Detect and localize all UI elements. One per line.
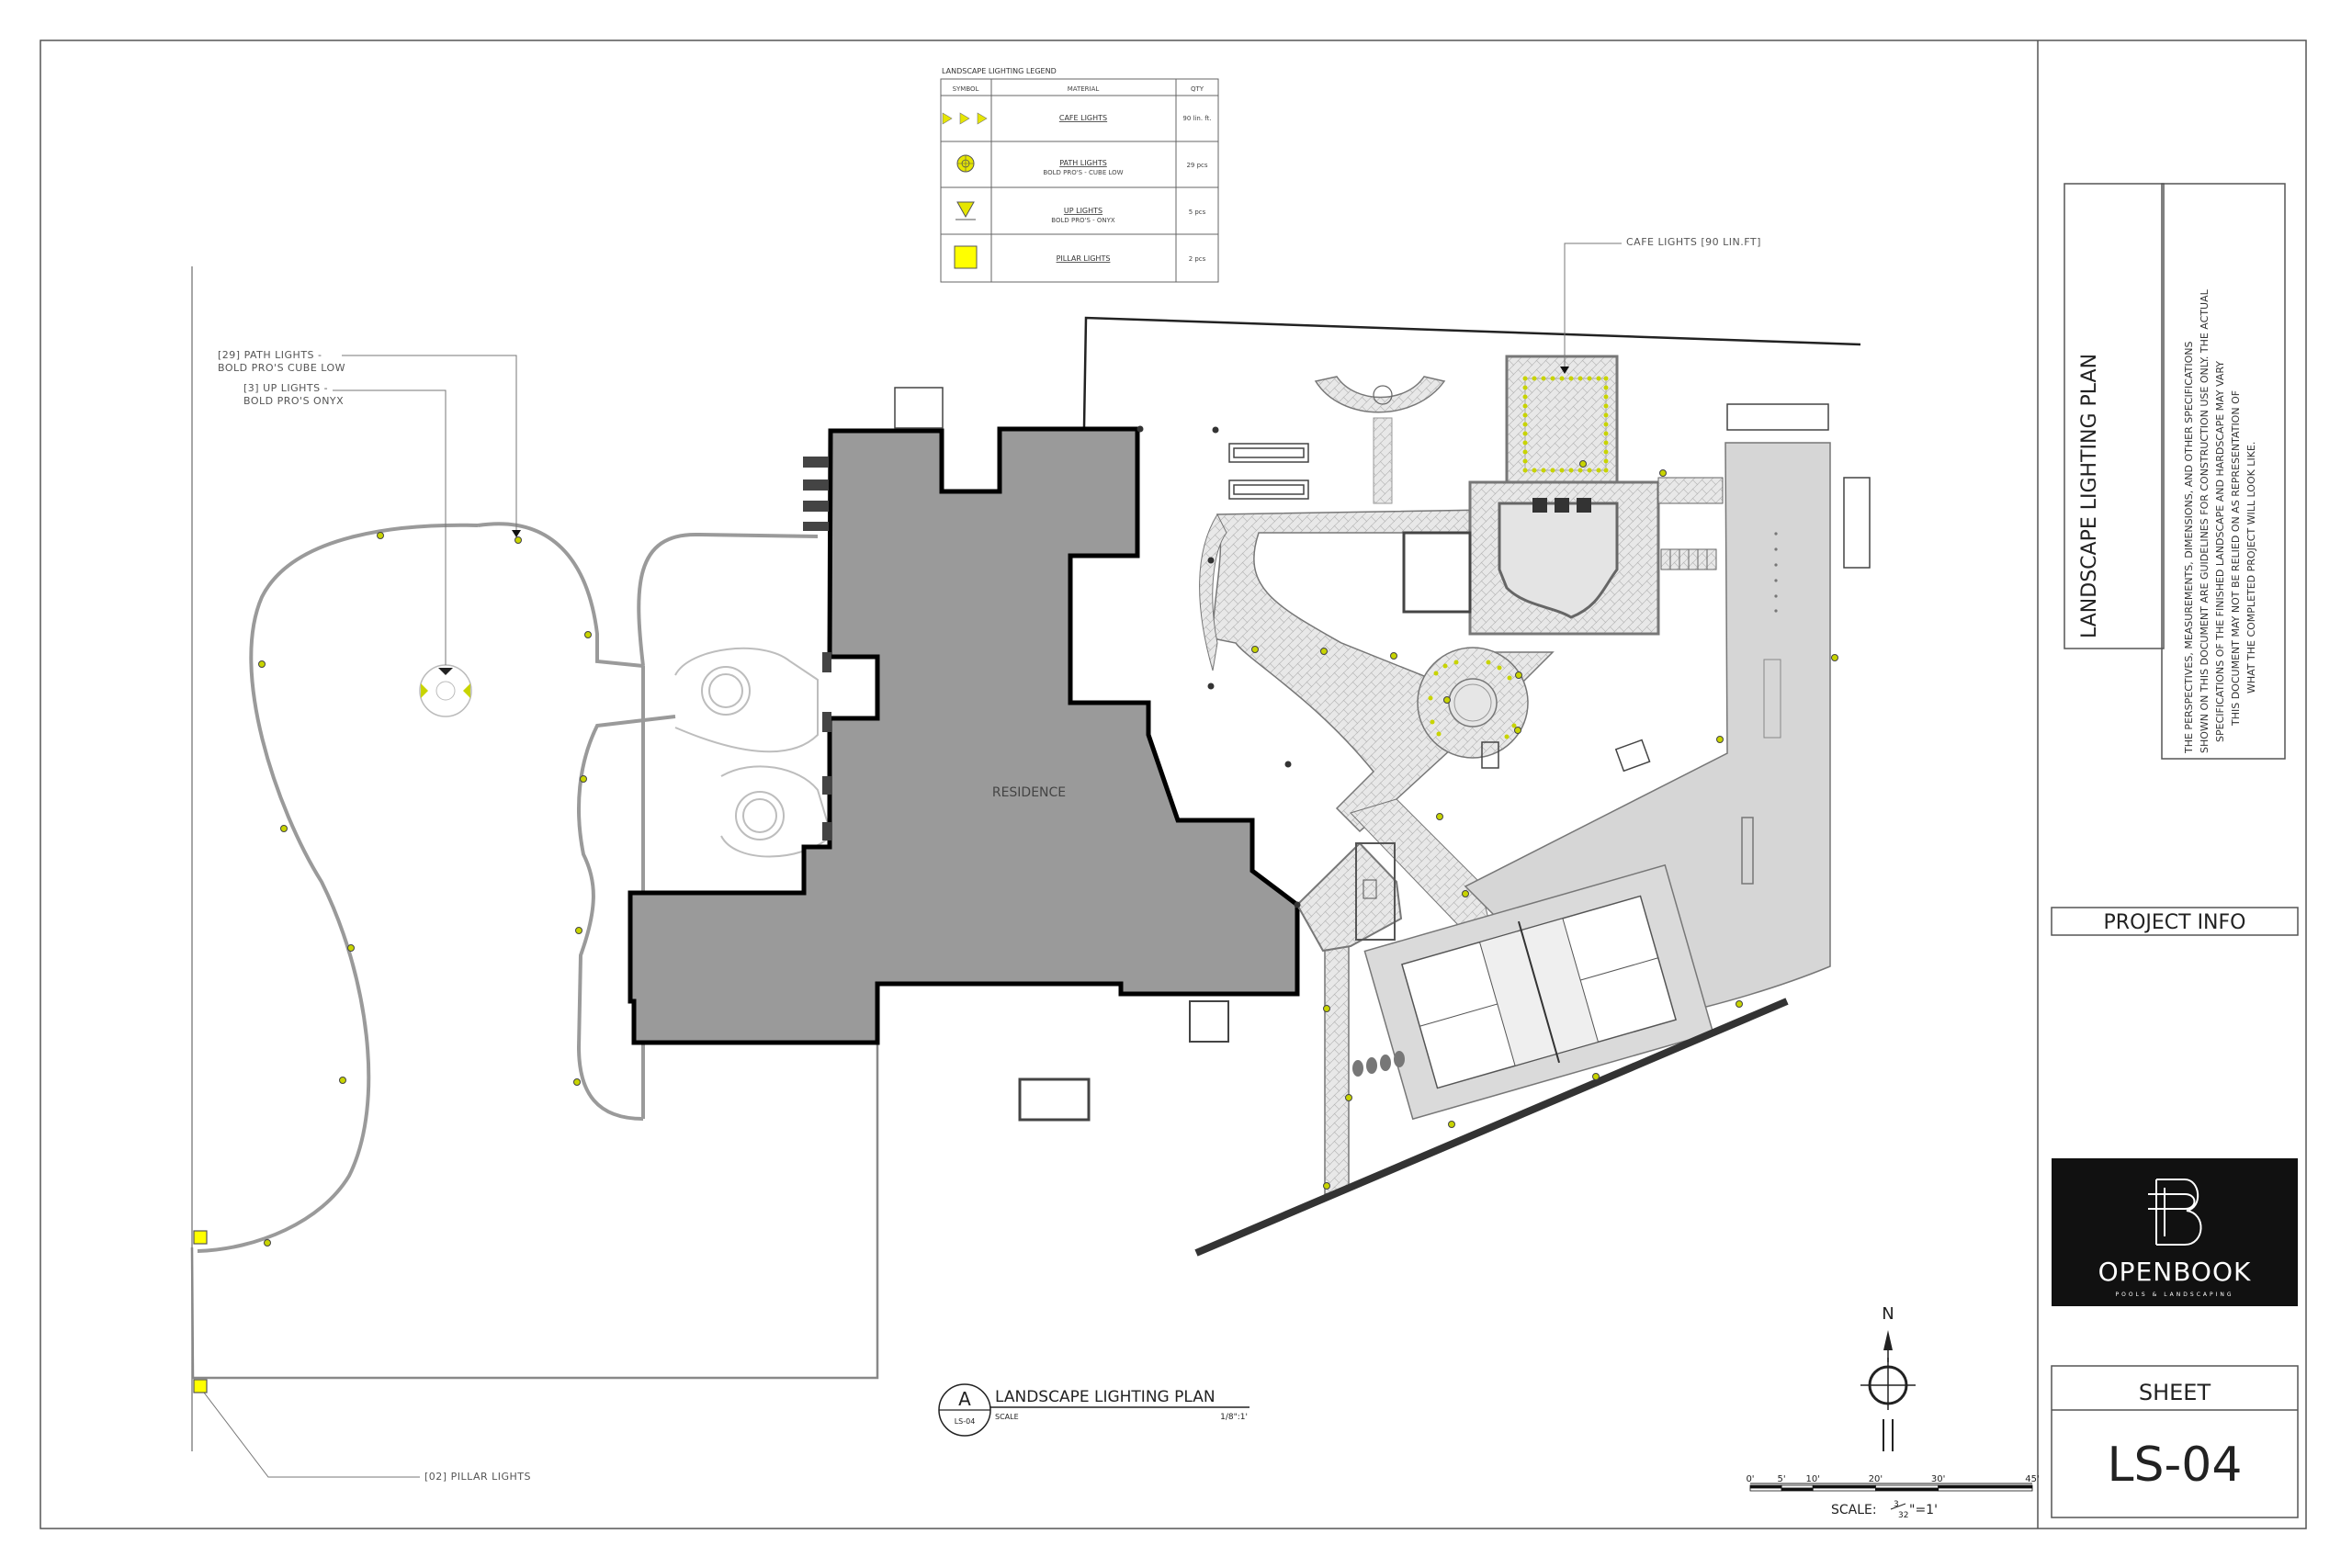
up-lights-callout: [3] UP LIGHTS -: [243, 382, 328, 394]
driveway-edge: [1194, 998, 1789, 1257]
scale-segment: [1781, 1487, 1814, 1492]
scale-segment: [1875, 1487, 1939, 1492]
scale-tick-label: 30': [1931, 1474, 1945, 1484]
legend-title: LANDSCAPE LIGHTING LEGEND: [942, 67, 1057, 75]
scale-segment: [1812, 1484, 1876, 1489]
legend-row-qty: 5 pcs: [1189, 209, 1206, 216]
callouts: [29] PATH LIGHTS - BOLD PRO'S CUBE LOW […: [200, 236, 1761, 1483]
disclaimer-text: THE PERSPECTIVES, MEASUREMENTS, DIMENSIO…: [2183, 288, 2257, 754]
pillar-lights-callout: [02] PILLAR LIGHTS: [424, 1471, 531, 1483]
scale-segment: [1938, 1484, 2033, 1489]
scale-denominator: 32: [1898, 1511, 1908, 1520]
drawing-scale-word: SCALE: [995, 1413, 1019, 1421]
title-block: LANDSCAPE LIGHTING PLAN THE PERSPECTIVES…: [2051, 183, 2299, 1518]
scale-segment: [1938, 1487, 2033, 1492]
path-lights-callout: [29] PATH LIGHTS -: [218, 349, 322, 361]
planter-boxes: [1228, 403, 1871, 773]
north-arrow: N: [1860, 1304, 1916, 1451]
chimney-box: [894, 387, 944, 429]
pergola-terrace: [1402, 355, 1660, 636]
up-light-markers: [512, 367, 1569, 537]
scale-text: SCALE:: [1831, 1503, 1877, 1517]
up-light-symbol: [956, 201, 976, 220]
tennis-court: [1363, 863, 1714, 1121]
up-lights-callout-sub: BOLD PRO'S ONYX: [243, 395, 344, 407]
drawing-scale-value: 1/8":1': [1220, 1413, 1248, 1422]
pillar-light-symbol: [954, 245, 978, 269]
outdoor-kitchen: [1295, 841, 1403, 953]
legend-row-qty: 2 pcs: [1189, 255, 1206, 263]
company-logo-panel: [2052, 1158, 2298, 1306]
svg-text:SPECIFICATIONS OF THE FINISHED: SPECIFICATIONS OF THE FINISHED LANDSCAPE…: [2214, 361, 2226, 742]
scale-ratio: "=1': [1909, 1503, 1938, 1517]
scale-segment: [1812, 1487, 1876, 1492]
up-light-cluster: [419, 664, 472, 717]
sheet-title-vertical: LANDSCAPE LIGHTING PLAN: [2078, 354, 2101, 638]
legend-col-material: MATERIAL: [1068, 85, 1100, 93]
sheet-label: SHEET: [2139, 1380, 2211, 1405]
drawing-letter: A: [958, 1388, 971, 1410]
path-light-symbol: [956, 154, 975, 173]
logo-name: OPENBOOK: [2098, 1257, 2252, 1287]
steps: [1657, 477, 1724, 570]
legend-row-material: CAFE LIGHTS: [1059, 114, 1107, 122]
post-markers: [1136, 425, 1301, 908]
legend-row-qty: 29 pcs: [1186, 162, 1207, 169]
drawing-title-text: LANDSCAPE LIGHTING PLAN: [995, 1388, 1216, 1406]
project-info-heading: PROJECT INFO: [2104, 911, 2246, 934]
legend-row-qty: 90 lin. ft.: [1182, 115, 1211, 122]
logo-subtitle: POOLS & LANDSCAPING: [2115, 1292, 2233, 1298]
shrub-row: [1352, 1051, 1405, 1077]
drawing-title: A LS-04 LANDSCAPE LIGHTING PLAN SCALE 1/…: [938, 1383, 1250, 1437]
scale-numerator: 3: [1894, 1500, 1899, 1509]
residence-projections: [803, 457, 831, 840]
scale-segment: [1781, 1484, 1814, 1489]
legend-row-sub: BOLD PRO'S - CUBE LOW: [1043, 169, 1123, 176]
svg-text:SHOWN ON THIS DOCUMENT ARE GUI: SHOWN ON THIS DOCUMENT ARE GUIDELINES FO…: [2199, 288, 2211, 753]
drawing-sheet-ref: LS-04: [955, 1417, 976, 1426]
fountain-bench: [1314, 376, 1446, 504]
graphic-scale-bar: SCALE: 3 32 "=1' 0' 5' 10' 20' 30' 45': [1746, 1474, 2039, 1520]
scale-tick-label: 0': [1746, 1474, 1754, 1484]
scale-segment: [1749, 1484, 1782, 1489]
sheet-border: [40, 39, 2307, 1529]
svg-text:WHAT THE COMPLETED PROJECT WI: WHAT THE COMPLETED PROJECT WILL LOOK LIK…: [2245, 442, 2257, 694]
legend-col-qty: QTY: [1191, 85, 1204, 93]
scale-tick-label: 20': [1869, 1474, 1883, 1484]
north-label: N: [1882, 1304, 1894, 1324]
garden-path-loop: [197, 522, 819, 1253]
legend-col-symbol: SYMBOL: [953, 85, 979, 93]
scale-tick-label: 5': [1778, 1474, 1786, 1484]
scale-tick-label: 45': [2025, 1474, 2039, 1484]
cafe-lights-callout: CAFE LIGHTS [90 LIN.FT]: [1626, 236, 1761, 248]
svg-text:THE PERSPECTIVES, MEASUREMENTS: THE PERSPECTIVES, MEASUREMENTS, DIMENSIO…: [2183, 342, 2195, 754]
legend-row-sub: BOLD PRO'S - ONYX: [1051, 217, 1115, 224]
side-step: [1189, 1000, 1229, 1043]
garden-path-loop-inner: [674, 647, 833, 858]
path-lights-callout-sub: BOLD PRO'S CUBE LOW: [218, 362, 345, 374]
legend-row-material: UP LIGHTS: [1064, 207, 1102, 215]
scale-segment: [1749, 1487, 1782, 1492]
lighting-legend: LANDSCAPE LIGHTING LEGEND SYMBOL MATERIA…: [940, 67, 1219, 283]
residence-label: RESIDENCE: [992, 785, 1066, 800]
garden-bench-box: [1018, 1077, 1091, 1122]
cafe-light-string: [1428, 376, 1609, 739]
legend-row-material: PATH LIGHTS: [1059, 159, 1107, 167]
legend-row-material: PILLAR LIGHTS: [1057, 254, 1111, 263]
svg-text:THIS DOCUMENT MAY NOT BE RELIE: THIS DOCUMENT MAY NOT BE RELIED ON AS RE…: [2230, 390, 2242, 727]
pillar-lights: [193, 1230, 208, 1393]
scale-tick-label: 10': [1805, 1474, 1819, 1484]
property-lines: [190, 266, 1861, 1451]
path-light-fixtures: [258, 460, 1838, 1247]
residence-footprint: [628, 426, 1300, 1045]
hardscape-paths: [1199, 509, 1555, 1195]
openbook-logo-icon: [2148, 1179, 2202, 1246]
sheet-number: LS-04: [2108, 1438, 2243, 1493]
scale-segment: [1875, 1484, 1939, 1489]
cafe-light-symbol: [942, 112, 988, 125]
